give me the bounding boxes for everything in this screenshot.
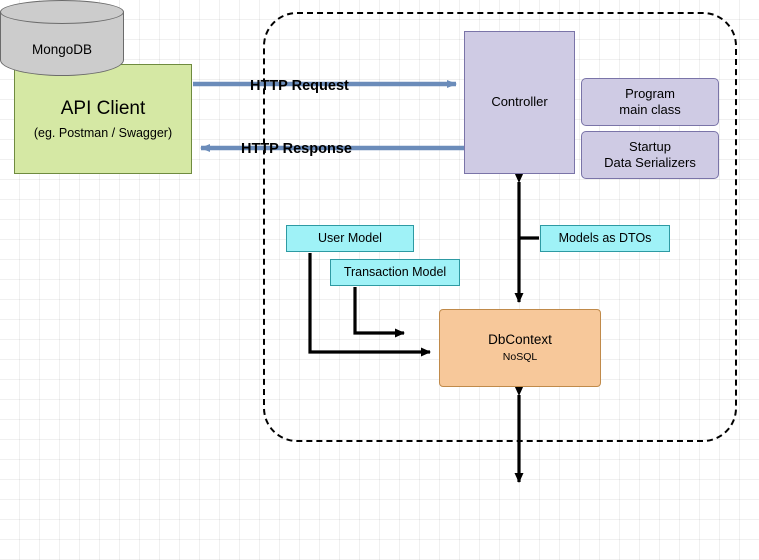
api-client-title: API Client xyxy=(60,97,146,119)
application-boundary xyxy=(263,12,737,442)
controller-title: Controller xyxy=(491,94,548,110)
mongodb-title: MongoDB xyxy=(31,42,93,57)
node-dbcontext[interactable]: DbContext NoSQL xyxy=(439,309,601,387)
node-models-as-dtos[interactable]: Models as DTOs xyxy=(540,225,670,252)
user-model-title: User Model xyxy=(318,230,382,245)
node-api-client[interactable]: API Client (eg. Postman / Swagger) xyxy=(14,64,192,174)
node-mongodb[interactable]: MongoDB xyxy=(0,0,124,76)
node-transaction-model[interactable]: Transaction Model xyxy=(330,259,460,286)
dbcontext-subtitle: NoSQL xyxy=(502,350,538,363)
edge-label-http-request: HTTP Request xyxy=(250,78,349,94)
startup-line1: Startup xyxy=(629,138,671,154)
api-client-subtitle: (eg. Postman / Swagger) xyxy=(33,125,173,140)
node-controller[interactable]: Controller xyxy=(464,31,575,174)
program-line2: main class xyxy=(619,102,681,117)
startup-line2: Data Serializers xyxy=(604,155,696,170)
dbcontext-title: DbContext xyxy=(488,332,552,347)
node-program-main-class[interactable]: Program main class xyxy=(581,78,719,126)
edge-label-http-response: HTTP Response xyxy=(241,141,352,157)
transaction-model-title: Transaction Model xyxy=(343,264,447,279)
node-startup-data-serializers[interactable]: Startup Data Serializers xyxy=(581,131,719,179)
program-line1: Program xyxy=(625,85,675,101)
database-cylinder-top xyxy=(0,0,124,24)
node-user-model[interactable]: User Model xyxy=(286,225,414,252)
models-as-dtos-title: Models as DTOs xyxy=(558,230,652,245)
